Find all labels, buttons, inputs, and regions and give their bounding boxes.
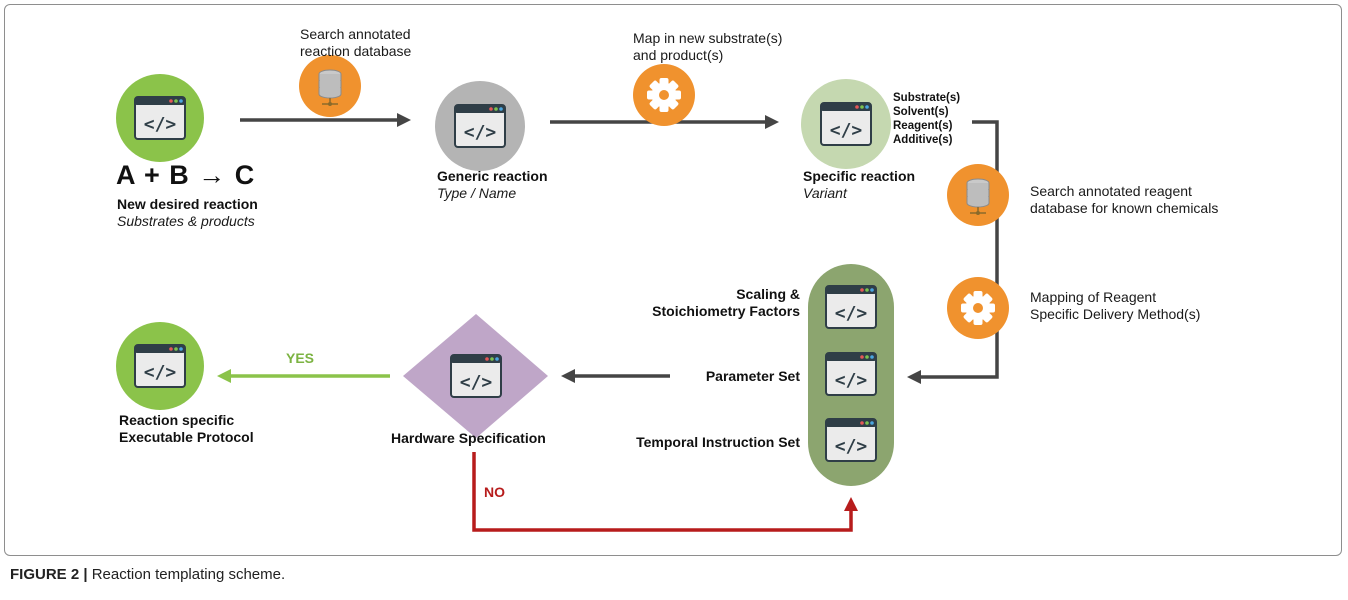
code-window-icon	[454, 104, 506, 148]
map-substrates-label-1: Map in new substrate(s)	[633, 30, 783, 46]
generic-reaction-node	[435, 81, 525, 171]
gear-icon	[961, 291, 995, 325]
hardware-node	[403, 314, 548, 438]
hardware-title: Hardware Specification	[391, 430, 546, 446]
reaction-equation: A + B → C	[116, 160, 256, 190]
new-reaction-subtitle: Substrates & products	[117, 213, 255, 229]
search-reaction-db-label-1: Search annotated	[300, 26, 411, 42]
code-window-icon	[134, 96, 186, 140]
new-reaction-node	[116, 74, 204, 162]
scaling-label-1: Scaling &	[736, 286, 800, 302]
specific-reaction-title: Specific reaction	[803, 168, 916, 184]
parameter-set-label: Parameter Set	[705, 368, 800, 384]
arrow-specific-to-pill	[907, 120, 999, 384]
code-window-icon	[450, 354, 502, 398]
specific-list-item: Additive(s)	[893, 134, 953, 146]
temporal-instruction-label: Temporal Instruction Set	[636, 434, 800, 450]
figure-caption: FIGURE 2 | Reaction templating scheme.	[10, 566, 285, 583]
generic-reaction-title: Generic reaction	[437, 168, 548, 184]
diagram-graphics: </>	[116, 55, 1009, 532]
code-window-icon	[825, 418, 877, 462]
arrow-no	[472, 452, 858, 532]
gear-icon	[647, 78, 681, 112]
protocol-title-2: Executable Protocol	[119, 429, 254, 445]
specific-reaction-subtitle: Variant	[803, 185, 847, 201]
new-reaction-title: New desired reaction	[117, 196, 258, 212]
no-label: NO	[484, 484, 505, 500]
caption-text: Reaction templating scheme.	[91, 566, 286, 583]
caption-label: FIGURE 2 |	[10, 566, 88, 583]
code-window-icon	[134, 344, 186, 388]
map-substrates-step	[633, 64, 695, 126]
generic-reaction-subtitle: Type / Name	[437, 185, 517, 201]
specific-list-item: Reagent(s)	[893, 120, 953, 132]
search-reagent-db-label-2: database for known chemicals	[1030, 200, 1219, 216]
code-window-icon	[820, 102, 872, 146]
search-reagent-db-step	[947, 164, 1009, 226]
specific-reaction-node	[801, 79, 891, 169]
mapping-delivery-step	[947, 277, 1009, 339]
mapping-delivery-label-2: Specific Delivery Method(s)	[1030, 306, 1201, 322]
search-reagent-db-label-1: Search annotated reagent	[1030, 183, 1192, 199]
search-reaction-db-label-2: reaction database	[300, 43, 412, 59]
instruction-pill	[808, 264, 894, 486]
protocol-title-1: Reaction specific	[119, 412, 235, 428]
protocol-node	[116, 322, 204, 410]
code-window-icon	[825, 285, 877, 329]
mapping-delivery-label-1: Mapping of Reagent	[1030, 289, 1157, 305]
search-reaction-db-step	[299, 55, 361, 117]
scaling-label-2: Stoichiometry Factors	[652, 303, 800, 319]
yes-label: YES	[286, 350, 315, 366]
map-substrates-label-2: and product(s)	[633, 47, 724, 63]
specific-list-item: Substrate(s)	[893, 92, 961, 104]
specific-list-item: Solvent(s)	[893, 106, 949, 118]
code-window-icon	[825, 352, 877, 396]
